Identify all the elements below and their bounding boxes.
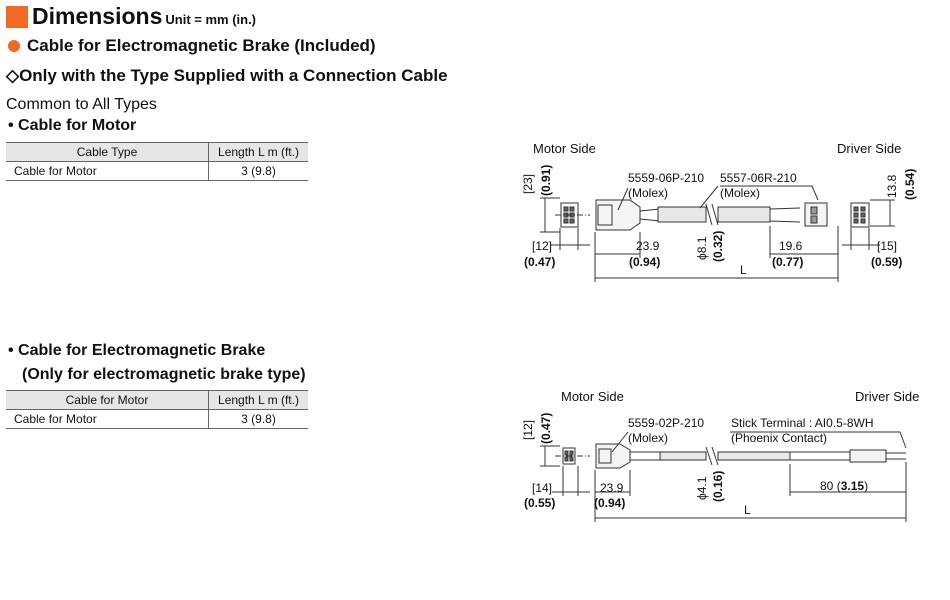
dim-height-mm: 13.8 xyxy=(885,174,899,198)
table-cell: 3 (9.8) xyxy=(208,409,308,429)
motor-side-connector xyxy=(595,199,641,231)
brake-cable-table: Cable for Motor Length L m (ft.) Cable f… xyxy=(6,390,308,429)
dim-driver-conn-in: (0.77) xyxy=(772,255,803,269)
brake-cable-heading: • Cable for Electromagnetic Brake xyxy=(8,342,266,359)
dim-width-in: (0.55) xyxy=(524,496,555,510)
connector-part-label: 5559-02P-210 xyxy=(628,416,704,430)
table-row: Cable for Motor 3 (9.8) xyxy=(6,161,308,181)
dim-connector-mm: 23.9 xyxy=(600,481,624,495)
connector-part-label: 5557-06R-210 xyxy=(720,171,797,185)
dim-height-in: (0.47) xyxy=(539,413,553,444)
connector-maker-label: (Molex) xyxy=(628,186,668,200)
dim-diameter-in: (0.32) xyxy=(711,231,725,262)
connector-maker-label: (Molex) xyxy=(628,431,668,445)
unit-label: Unit = mm (in.) xyxy=(165,12,257,27)
table-row: Cable for Motor 3 (9.8) xyxy=(6,409,308,429)
connection-cable-heading: ◇Only with the Type Supplied with a Conn… xyxy=(6,66,448,85)
brake-cable-subheading: (Only for electromagnetic brake type) xyxy=(22,366,306,383)
dim-width-mm: [15] xyxy=(877,239,897,253)
cable-body-left xyxy=(657,206,707,223)
brake-cable-body-right xyxy=(717,451,791,461)
connector-maker-label: (Molex) xyxy=(720,186,760,200)
table-header: Cable Type xyxy=(6,142,209,162)
dim-length: L xyxy=(740,263,747,277)
stick-terminal xyxy=(849,449,887,463)
table-header-row: Cable Type Length L m (ft.) xyxy=(6,142,308,162)
table-cell: 3 (9.8) xyxy=(208,161,308,181)
dim-diameter-in: (0.16) xyxy=(711,471,725,502)
dim-terminal-length: 80 (3.15) xyxy=(820,479,868,493)
driver-side-label: Driver Side xyxy=(855,389,919,404)
motor-side-label: Motor Side xyxy=(533,141,596,156)
dim-height-in: (0.91) xyxy=(539,165,553,196)
dim-length: L xyxy=(744,503,751,517)
terminal-part-label: Stick Terminal : AI0.5-8WH xyxy=(731,416,874,430)
dim-connector-in: (0.94) xyxy=(594,496,625,510)
cable-body-right xyxy=(717,206,771,223)
dim-height-mm: [12] xyxy=(521,420,535,440)
brake-cable-included-heading: Cable for Electromagnetic Brake (Include… xyxy=(8,36,376,56)
dim-connector-in: (0.94) xyxy=(629,255,660,269)
orange-square-icon xyxy=(6,6,28,28)
table-cell: Cable for Motor xyxy=(6,161,209,181)
table-header-row: Cable for Motor Length L m (ft.) xyxy=(6,390,308,410)
terminal-maker-label: (Phoenix Contact) xyxy=(731,431,827,445)
motor-side-label: Motor Side xyxy=(561,389,624,404)
dim-height-in: (0.54) xyxy=(903,169,917,200)
common-label: Common to All Types xyxy=(6,96,157,113)
table-header: Length L m (ft.) xyxy=(208,390,308,410)
dim-height-mm: [23] xyxy=(521,174,535,194)
dim-width-in: (0.59) xyxy=(871,255,902,269)
dim-width-mm: [14] xyxy=(532,481,552,495)
table-header: Cable for Motor xyxy=(6,390,209,410)
brake-motor-side-connector xyxy=(595,443,631,469)
dim-diameter-mm: ϕ4.1 xyxy=(695,476,709,500)
connector-part-label: 5559-06P-210 xyxy=(628,171,704,185)
dim-driver-conn-mm: 19.6 xyxy=(779,239,803,253)
dim-width-mm: [12] xyxy=(532,239,552,253)
driver-side-label: Driver Side xyxy=(837,141,901,156)
dim-width-in: (0.47) xyxy=(524,255,555,269)
dim-diameter-mm: ϕ8.1 xyxy=(695,236,709,260)
dim-connector-mm: 23.9 xyxy=(636,239,660,253)
motor-cable-table: Cable Type Length L m (ft.) Cable for Mo… xyxy=(6,142,308,181)
brake-cable-body-left xyxy=(659,451,707,461)
motor-cable-heading: • Cable for Motor xyxy=(8,117,137,134)
orange-bullet-icon xyxy=(8,40,20,52)
table-header: Length L m (ft.) xyxy=(208,142,308,162)
table-cell: Cable for Motor xyxy=(6,409,209,429)
